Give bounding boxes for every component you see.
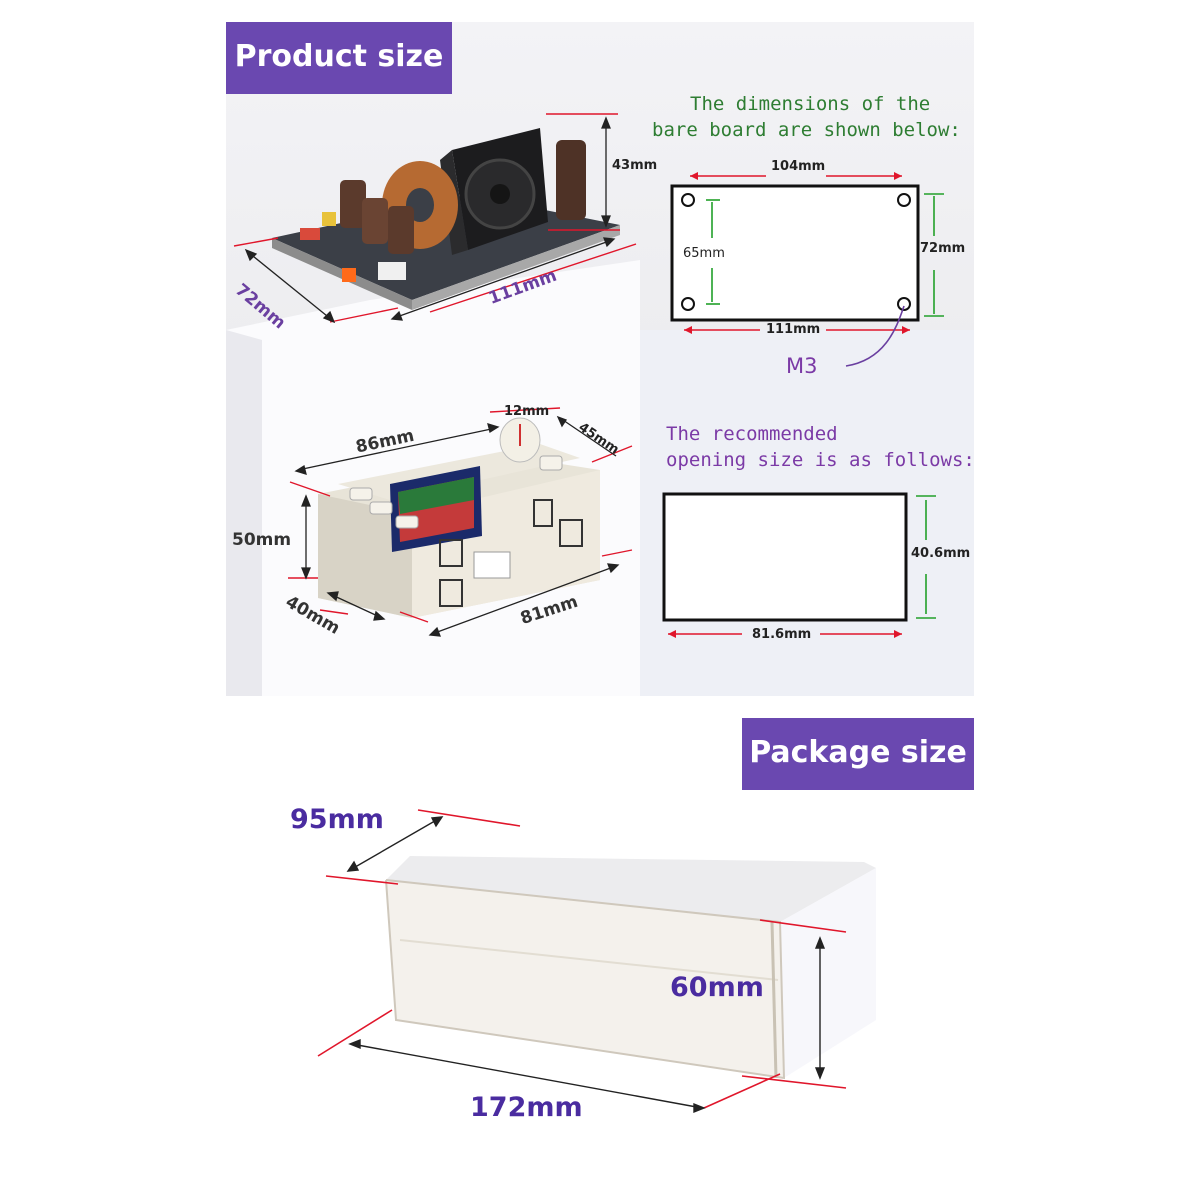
mount-hole xyxy=(897,193,911,207)
package-length-label: 172mm xyxy=(470,1092,583,1123)
capacitor xyxy=(556,140,586,220)
board-height-label: 43mm xyxy=(612,158,658,173)
opening-outline xyxy=(662,492,908,622)
capacitor xyxy=(340,180,366,228)
bare-board-note-line2: bare board are shown below: xyxy=(652,119,961,141)
module-button xyxy=(395,515,419,529)
mount-hole xyxy=(897,297,911,311)
box-front xyxy=(386,880,784,1078)
opening-diagram xyxy=(662,492,936,638)
knob-size-label: 12mm xyxy=(504,404,550,419)
package-box-illustration xyxy=(385,856,876,1080)
module-arrows xyxy=(294,415,620,637)
bare-board-outline xyxy=(670,184,920,322)
bare-board-inner-height-label: 65mm xyxy=(683,246,725,261)
capacitor xyxy=(362,198,388,244)
bare-board-note-line1: The dimensions of the xyxy=(690,93,931,115)
board-arrows xyxy=(244,116,616,324)
switch-component xyxy=(300,228,320,240)
product-size-badge: Product size xyxy=(226,22,452,94)
module-height-label: 50mm xyxy=(232,530,292,550)
package-depth-label: 95mm xyxy=(290,804,384,835)
bare-board-diagram xyxy=(670,172,944,367)
board-dim-lines xyxy=(233,113,637,323)
mount-hole xyxy=(681,297,695,311)
box-side xyxy=(780,868,876,1078)
module-illustration xyxy=(318,417,600,618)
opening-note-line2: opening size is as follows: xyxy=(666,449,975,471)
bare-board-outer-height-label: 72mm xyxy=(920,241,966,256)
package-height-label: 60mm xyxy=(670,972,764,1003)
capacitor xyxy=(388,206,414,254)
package-arrows xyxy=(346,816,826,1114)
package-dim-lines xyxy=(317,809,847,1109)
trimpot-component xyxy=(322,212,336,226)
opening-note-line1: The recommended xyxy=(666,423,838,445)
module-button xyxy=(539,455,563,471)
module-button xyxy=(369,501,393,515)
bare-board-top-label: 104mm xyxy=(771,159,826,174)
module-dim-lines xyxy=(288,407,633,623)
pcb-board-illustration xyxy=(272,128,620,310)
opening-height-label: 40.6mm xyxy=(911,546,971,561)
display-block-side xyxy=(226,330,262,696)
m3-hole-label: M3 xyxy=(786,354,818,378)
box-top xyxy=(386,856,876,922)
package-size-badge: Package size xyxy=(742,718,974,790)
module-button xyxy=(349,487,373,501)
bare-board-bottom-label: 111mm xyxy=(766,322,821,337)
mount-hole xyxy=(681,193,695,207)
opening-width-label: 81.6mm xyxy=(752,627,812,642)
